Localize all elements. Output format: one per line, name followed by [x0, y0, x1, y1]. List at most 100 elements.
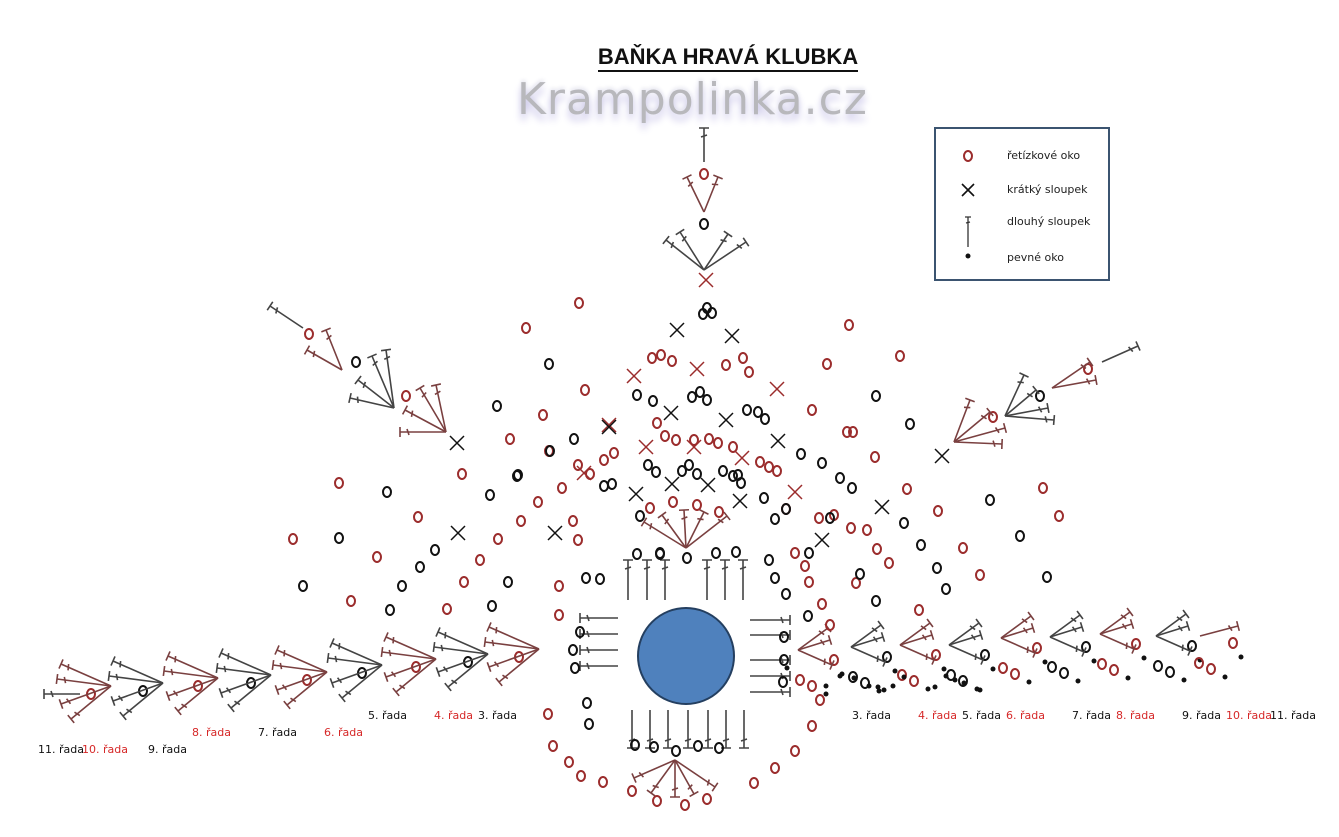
chain-stitch — [584, 718, 594, 730]
row-label-8-left: 8. řada — [192, 726, 231, 739]
single-crochet — [601, 417, 617, 433]
double-crochet — [739, 710, 749, 749]
chain-stitch — [800, 560, 810, 572]
chain-stitch — [656, 349, 666, 361]
double-crochet — [1000, 611, 1035, 639]
chain-stitch — [692, 468, 702, 480]
chain-stitch — [512, 470, 522, 482]
chain-stitch — [699, 218, 709, 230]
chain-stitch — [385, 604, 395, 616]
chain-stitch — [749, 777, 759, 789]
double-crochet — [683, 710, 693, 749]
double-crochet — [720, 559, 730, 600]
chain-stitch — [728, 441, 738, 453]
double-crochet — [675, 228, 705, 271]
row-label-11-right: 11. řada — [1270, 709, 1316, 722]
double-crochet — [1049, 610, 1084, 638]
chain-stitch — [884, 557, 894, 569]
chain-stitch — [1035, 390, 1045, 402]
chain-stitch — [648, 395, 658, 407]
chain-stitch — [647, 352, 657, 364]
double-crochet — [107, 670, 164, 684]
slip-stitch — [837, 673, 843, 679]
chain-stitch — [569, 433, 579, 445]
chain-stitch — [413, 511, 423, 523]
chain-stitch — [598, 776, 608, 788]
magic-ring — [637, 607, 735, 705]
chain-stitch — [1042, 571, 1052, 583]
single-crochet — [664, 476, 680, 492]
single-crochet — [449, 435, 465, 451]
slip-stitch — [1238, 654, 1244, 660]
chain-stitch — [778, 676, 788, 688]
double-crochet — [682, 174, 705, 213]
legend-item-single: krátký sloupek — [936, 181, 1108, 201]
slip-stitch-icon — [965, 253, 971, 259]
chain-stitch — [848, 671, 858, 683]
chain-stitch — [671, 745, 681, 757]
double-crochet — [660, 559, 670, 600]
slip-stitch — [925, 686, 931, 692]
chain-stitch — [909, 675, 919, 687]
double-crochet — [266, 301, 304, 329]
chain-stitch — [1054, 510, 1064, 522]
double-crochet — [1051, 357, 1094, 389]
chain-stitch — [905, 418, 915, 430]
chain-stitch — [714, 506, 724, 518]
chain-stitch — [544, 358, 554, 370]
chain-stitch — [933, 505, 943, 517]
chain-stitch — [492, 400, 502, 412]
double-crochet — [721, 710, 731, 749]
slip-stitch — [1042, 659, 1048, 665]
double-crochet — [1004, 385, 1040, 417]
single-crochet — [689, 361, 705, 377]
row-label-4-left: 4. řada — [434, 709, 473, 722]
row-label-9-right: 9. řada — [1182, 709, 1221, 722]
double-crochet — [367, 353, 395, 409]
legend-label: krátký sloupek — [1007, 183, 1088, 196]
chain-stitch — [851, 577, 861, 589]
double-crochet — [486, 622, 540, 650]
double-crochet — [703, 230, 733, 271]
double-crochet — [399, 427, 446, 437]
slip-stitch — [901, 674, 907, 680]
chain-stitch — [807, 720, 817, 732]
single-crochet — [698, 272, 714, 288]
double-crochet — [55, 673, 112, 687]
chain-stitch — [582, 697, 592, 709]
chain-stitch — [1015, 530, 1025, 542]
chain-stitch — [668, 496, 678, 508]
chain-stitch — [576, 770, 586, 782]
double-crochet — [1049, 621, 1085, 638]
double-crochet — [678, 508, 690, 549]
single-crochet — [787, 484, 803, 500]
chain-stitch — [667, 355, 677, 367]
chain-stitch — [803, 610, 813, 622]
chain-stitch — [442, 603, 452, 615]
slip-stitch — [823, 683, 829, 689]
double-crochet — [1000, 622, 1036, 639]
chain-stitch — [487, 600, 497, 612]
chain-stitch — [493, 533, 503, 545]
chain-stitch — [651, 466, 661, 478]
double-crochet — [663, 710, 673, 749]
chain-stitch — [533, 496, 543, 508]
row-label-10-right: 10. řada — [1226, 709, 1272, 722]
slip-stitch — [977, 687, 983, 693]
double-crochet — [58, 659, 112, 687]
chain-stitch — [372, 551, 382, 563]
chain-stitch — [847, 482, 857, 494]
chain-stitch — [941, 583, 951, 595]
row-label-3-right: 3. řada — [852, 709, 891, 722]
double-crochet — [750, 615, 791, 625]
single-crochet — [626, 368, 642, 384]
chain-stitch — [998, 662, 1008, 674]
chain-stitch — [975, 569, 985, 581]
chain-stitch — [573, 459, 583, 471]
chain-stitch — [288, 533, 298, 545]
chain-stitch — [704, 433, 714, 445]
double-crochet — [348, 392, 395, 409]
double-crochet — [1099, 607, 1134, 635]
row-label-7-left: 7. řada — [258, 726, 297, 739]
chain-stitch — [846, 522, 856, 534]
